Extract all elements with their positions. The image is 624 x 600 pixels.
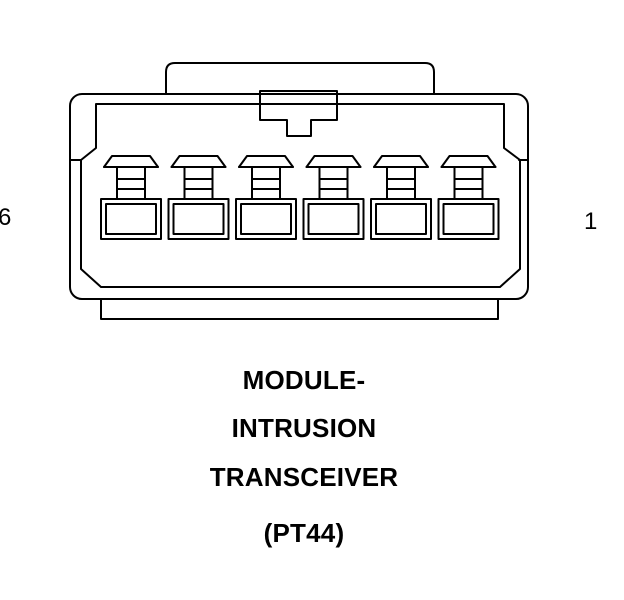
terminal-cavity: [437, 155, 500, 240]
terminal-cavity: [370, 155, 432, 240]
terminal-stem: [251, 166, 281, 200]
terminal-cavity: [167, 155, 230, 240]
connector-top-latch: [165, 62, 435, 95]
terminal-stem: [386, 166, 416, 200]
cavity-opening-inner: [307, 203, 360, 235]
cavity-opening-inner: [375, 203, 427, 235]
terminal-cavity: [100, 155, 162, 240]
terminal-latch-head: [440, 155, 497, 168]
connector-bottom-tab: [100, 298, 499, 320]
caption-line-3: TRANSCEIVER: [209, 462, 399, 492]
connector-body: [69, 93, 529, 300]
caption-line-4: (PT44): [263, 518, 345, 548]
terminal-stem: [453, 166, 484, 200]
pin-number-right: 1: [584, 208, 598, 235]
terminal-stem: [183, 166, 214, 200]
cavity-group: [100, 155, 500, 240]
connector-inner-face: [80, 103, 521, 288]
cavity-opening-inner: [240, 203, 292, 235]
terminal-latch-head: [103, 155, 159, 168]
cavity-opening-inner: [172, 203, 225, 235]
terminal-latch-head: [305, 155, 362, 168]
terminal-stem: [116, 166, 146, 200]
terminal-cavity: [235, 155, 297, 240]
cavity-opening-inner: [105, 203, 157, 235]
terminal-stem: [318, 166, 349, 200]
terminal-cavity: [302, 155, 365, 240]
terminal-latch-head: [373, 155, 429, 168]
caption-line-1: MODULE-: [242, 365, 366, 395]
terminal-latch-head: [170, 155, 227, 168]
cavity-opening-inner: [442, 203, 495, 235]
caption-line-2: INTRUSION: [231, 413, 377, 443]
terminal-latch-head: [238, 155, 294, 168]
pin-number-left: 6: [0, 204, 12, 231]
connector-key: [259, 90, 338, 137]
